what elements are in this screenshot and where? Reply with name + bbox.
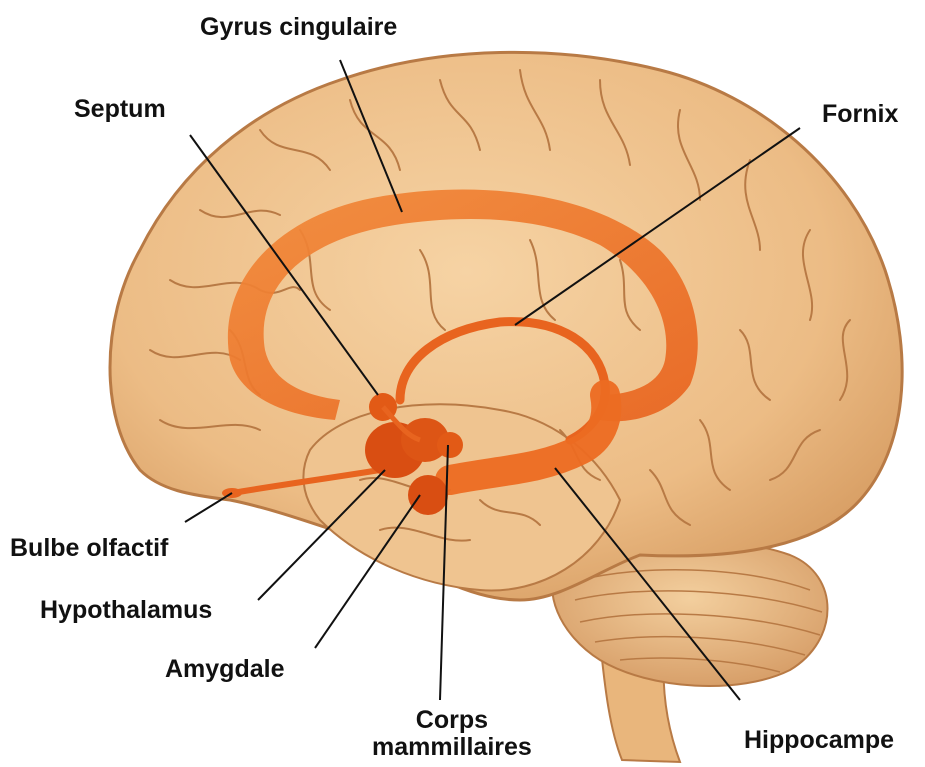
label-corps-mammillaires: Corps mammillaires bbox=[372, 707, 532, 761]
label-gyrus-cingulaire: Gyrus cingulaire bbox=[200, 14, 397, 41]
label-hypothalamus: Hypothalamus bbox=[40, 597, 212, 624]
label-bulbe-olfactif: Bulbe olfactif bbox=[10, 535, 168, 562]
label-hippocampe: Hippocampe bbox=[744, 727, 894, 754]
label-corps-line1: Corps bbox=[372, 707, 532, 734]
label-amygdale: Amygdale bbox=[165, 656, 284, 683]
label-corps-line2: mammillaires bbox=[372, 734, 532, 761]
label-septum: Septum bbox=[74, 96, 166, 123]
label-fornix: Fornix bbox=[822, 101, 898, 128]
